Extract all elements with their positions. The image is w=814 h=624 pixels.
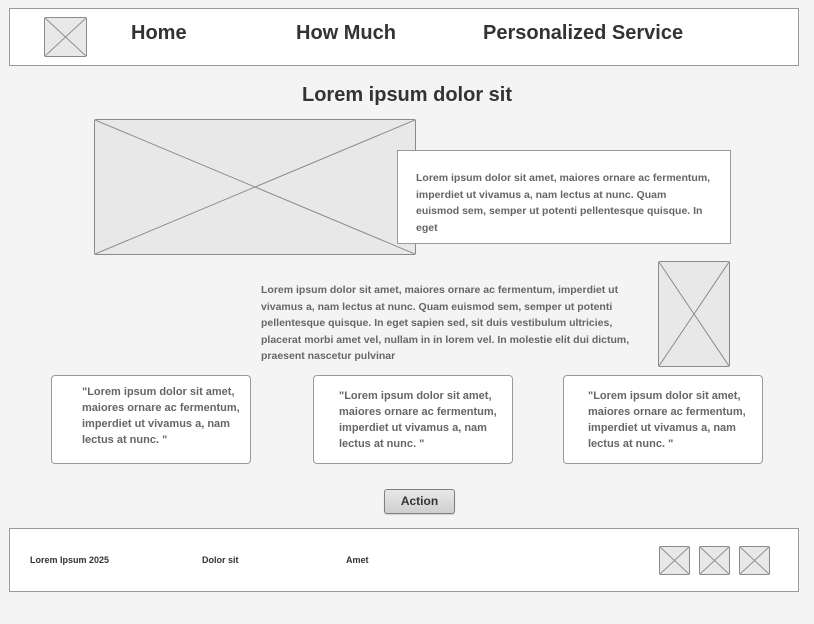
quote-card-3: "Lorem ipsum dolor sit amet, maiores orn… [563,375,763,464]
footer-link-dolor-sit[interactable]: Dolor sit [202,555,239,565]
hero-text: Lorem ipsum dolor sit amet, maiores orna… [416,172,711,234]
page-title: Lorem ipsum dolor sit [301,84,513,106]
nav-item-home[interactable]: Home [131,22,187,44]
quote-card-1: "Lorem ipsum dolor sit amet, maiores orn… [51,375,251,464]
footer-copyright: Lorem Ipsum 2025 [30,555,110,565]
hero-image-placeholder-icon [94,119,416,255]
side-image-placeholder-icon [658,261,730,367]
social-image-placeholder-icon[interactable] [659,546,690,575]
header-bar [9,8,799,66]
action-button[interactable]: Action [384,489,455,514]
nav-item-personalized-service[interactable]: Personalized Service [483,22,684,44]
quote-text: "Lorem ipsum dolor sit amet, maiores orn… [588,390,746,450]
body-paragraph: Lorem ipsum dolor sit amet, maiores orna… [261,284,630,362]
footer-link-amet[interactable]: Amet [346,555,369,565]
quote-card-2: "Lorem ipsum dolor sit amet, maiores orn… [313,375,513,464]
social-image-placeholder-icon[interactable] [699,546,730,575]
quote-text: "Lorem ipsum dolor sit amet, maiores orn… [82,386,240,446]
logo-image-placeholder-icon[interactable] [44,17,87,57]
quote-text: "Lorem ipsum dolor sit amet, maiores orn… [339,390,497,450]
social-image-placeholder-icon[interactable] [739,546,770,575]
nav-item-how-much[interactable]: How Much [296,22,396,44]
hero-text-box: Lorem ipsum dolor sit amet, maiores orna… [397,150,731,244]
